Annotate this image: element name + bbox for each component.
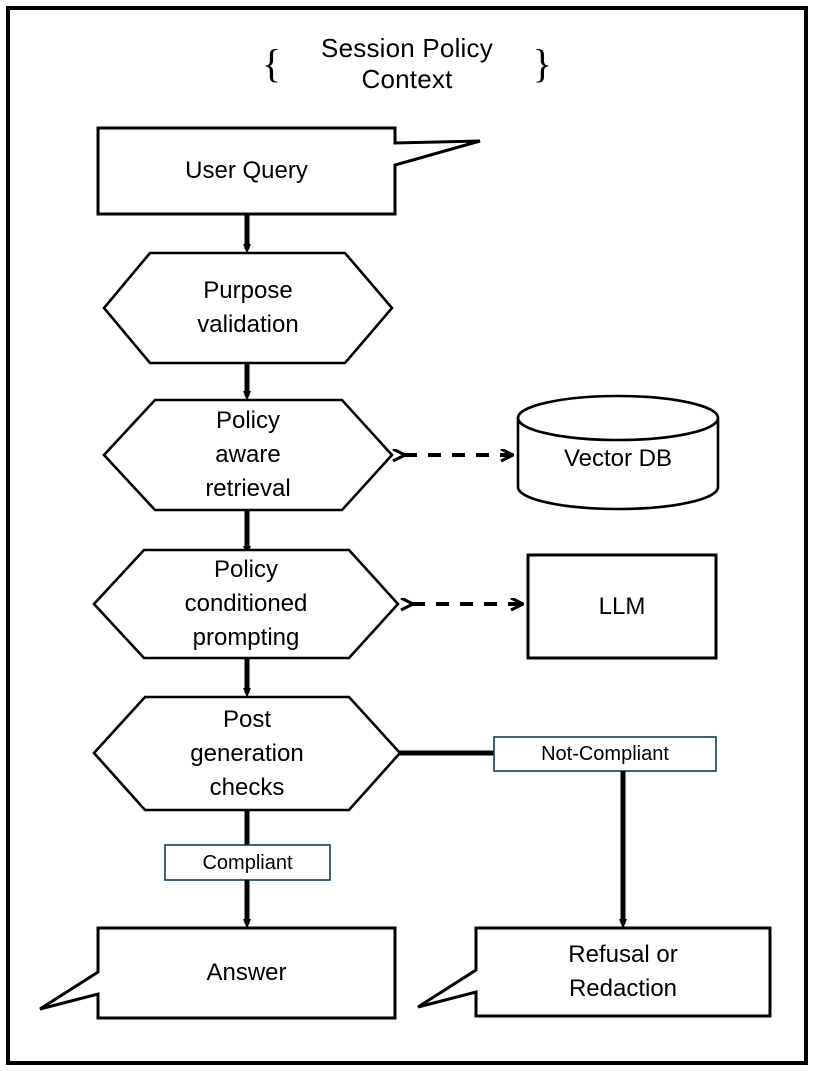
node-policy-conditioned-prompting[interactable]	[92, 548, 400, 660]
node-compliant[interactable]	[164, 844, 331, 881]
vector-db-top	[516, 394, 720, 442]
vector-db-body	[516, 418, 720, 511]
node-not-compliant[interactable]	[493, 736, 717, 772]
node-refusal-or-redaction[interactable]	[417, 926, 772, 1018]
node-policy-aware-retrieval[interactable]	[102, 398, 394, 512]
node-user-query[interactable]	[96, 126, 481, 216]
node-vector-db[interactable]	[516, 394, 720, 511]
node-purpose-validation[interactable]	[102, 251, 394, 365]
node-answer[interactable]	[39, 926, 397, 1020]
node-post-generation-checks[interactable]	[92, 695, 402, 812]
user-query-shape	[96, 126, 481, 216]
node-llm[interactable]	[526, 553, 718, 660]
